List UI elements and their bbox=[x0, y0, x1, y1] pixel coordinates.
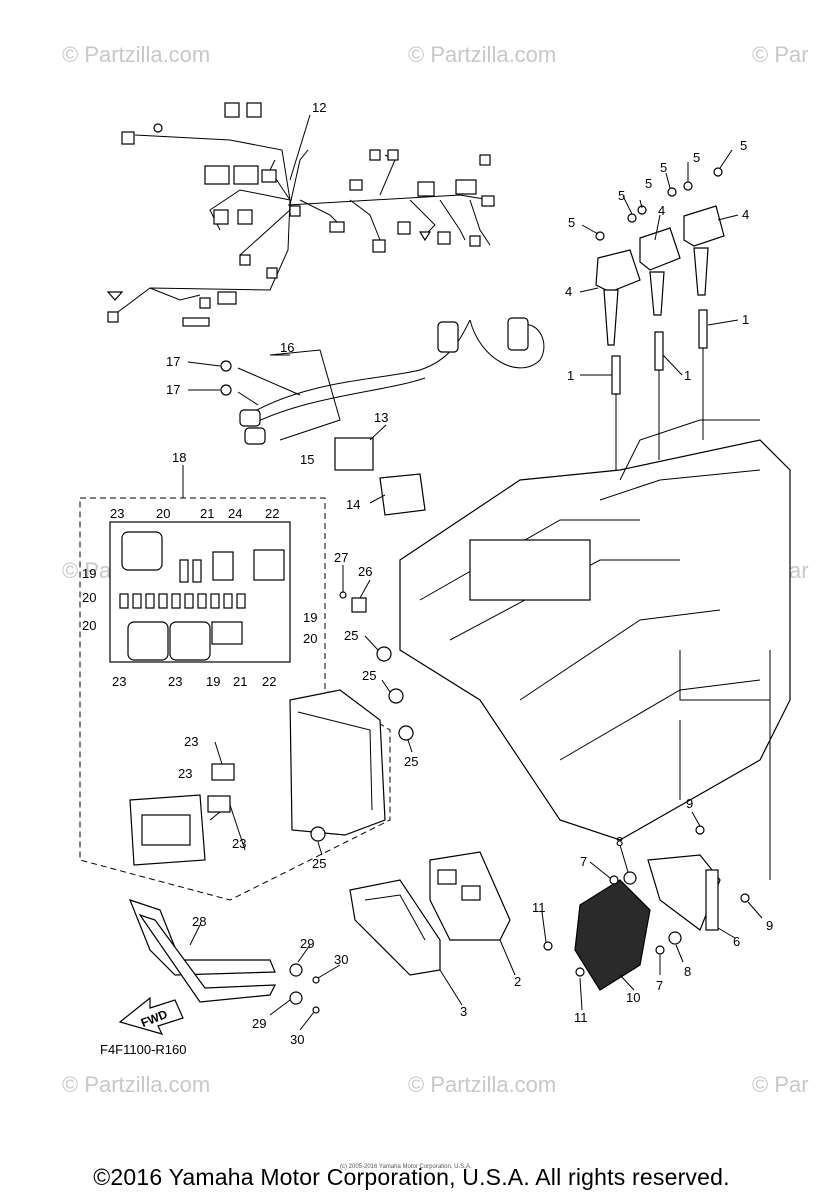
callout-14: 14 bbox=[346, 497, 360, 512]
callout-4: 4 bbox=[658, 203, 665, 218]
callout-25: 25 bbox=[362, 668, 376, 683]
callout-5: 5 bbox=[618, 188, 625, 203]
callout-30: 30 bbox=[334, 952, 348, 967]
rectifier-regulator bbox=[543, 825, 750, 991]
callout-10: 10 bbox=[626, 990, 640, 1005]
callout-23: 23 bbox=[184, 734, 198, 749]
wire-harness bbox=[106, 102, 495, 327]
callout-20: 20 bbox=[82, 618, 96, 633]
callout-25: 25 bbox=[312, 856, 326, 871]
copyright-footer: ©2016 Yamaha Motor Corporation, U.S.A. A… bbox=[93, 1164, 730, 1190]
fwd-arrow: FWD bbox=[118, 996, 184, 1035]
watermark: © Partzilla.com bbox=[408, 42, 557, 67]
callout-5: 5 bbox=[660, 160, 667, 175]
callout-25: 25 bbox=[344, 628, 358, 643]
callout-16: 16 bbox=[280, 340, 294, 355]
callout-7: 7 bbox=[580, 854, 587, 869]
callout-11: 11 bbox=[532, 900, 546, 915]
callout-18: 18 bbox=[172, 450, 186, 465]
callout-23: 23 bbox=[232, 836, 246, 851]
callout-23: 23 bbox=[178, 766, 192, 781]
callout-19: 19 bbox=[206, 674, 220, 689]
callout-19: 19 bbox=[303, 610, 317, 625]
watermark: © Par bbox=[752, 42, 809, 67]
figure-code: F4F1100-R160 bbox=[100, 1042, 187, 1057]
engine-block bbox=[399, 419, 791, 880]
fuse-box-frame bbox=[79, 497, 391, 901]
callout-26: 26 bbox=[358, 564, 372, 579]
callout-23: 23 bbox=[112, 674, 126, 689]
callout-22: 22 bbox=[265, 506, 279, 521]
callout-labels: 12 5 5 5 5 5 5 4 4 4 1 1 1 16 17 17 15 1… bbox=[82, 100, 773, 1047]
watermark: © Partzilla.com bbox=[62, 42, 211, 67]
ignition-coils bbox=[595, 167, 725, 346]
callout-13: 13 bbox=[374, 410, 388, 425]
watermark: © Partzilla.com bbox=[408, 1072, 557, 1097]
callout-12: 12 bbox=[312, 100, 326, 115]
callout-28: 28 bbox=[192, 914, 206, 929]
leader-lines bbox=[182, 114, 763, 1031]
callout-27: 27 bbox=[334, 550, 348, 565]
callout-23: 23 bbox=[168, 674, 182, 689]
callout-20: 20 bbox=[82, 590, 96, 605]
cover-plate bbox=[128, 899, 320, 1014]
callout-24: 24 bbox=[228, 506, 242, 521]
callout-8: 8 bbox=[616, 834, 623, 849]
callout-15: 15 bbox=[300, 452, 314, 467]
callout-8: 8 bbox=[684, 964, 691, 979]
callout-5: 5 bbox=[568, 215, 575, 230]
watermark: © Par bbox=[752, 1072, 809, 1097]
callout-20: 20 bbox=[156, 506, 170, 521]
callout-1: 1 bbox=[684, 368, 691, 383]
callout-30: 30 bbox=[290, 1032, 304, 1047]
callout-9: 9 bbox=[686, 796, 693, 811]
callout-11: 11 bbox=[574, 1010, 588, 1025]
callout-19: 19 bbox=[82, 566, 96, 581]
callout-22: 22 bbox=[262, 674, 276, 689]
grommets bbox=[339, 591, 414, 741]
fuse-row bbox=[119, 559, 246, 645]
callout-5: 5 bbox=[740, 138, 747, 153]
callout-5: 5 bbox=[693, 150, 700, 165]
callout-29: 29 bbox=[252, 1016, 266, 1031]
callout-17: 17 bbox=[166, 354, 180, 369]
callout-23: 23 bbox=[110, 506, 124, 521]
small-credit: (c) 2005-2016 Yamaha Motor Corporation, … bbox=[340, 1164, 472, 1170]
callout-21: 21 bbox=[233, 674, 247, 689]
callout-3: 3 bbox=[460, 1004, 467, 1019]
sensor-harness bbox=[220, 317, 545, 516]
callout-9: 9 bbox=[766, 918, 773, 933]
watermark: © Partzilla.com bbox=[62, 1072, 211, 1097]
callout-1: 1 bbox=[742, 312, 749, 327]
callout-1: 1 bbox=[567, 368, 574, 383]
ecu-unit bbox=[349, 851, 511, 976]
callout-4: 4 bbox=[742, 207, 749, 222]
callout-4: 4 bbox=[565, 284, 572, 299]
callout-6: 6 bbox=[733, 934, 740, 949]
callout-2: 2 bbox=[514, 974, 521, 989]
callout-17: 17 bbox=[166, 382, 180, 397]
callout-21: 21 bbox=[200, 506, 214, 521]
callout-25: 25 bbox=[404, 754, 418, 769]
callout-20: 20 bbox=[303, 631, 317, 646]
spark-plugs bbox=[611, 309, 708, 470]
callout-5: 5 bbox=[645, 176, 652, 191]
callout-7: 7 bbox=[656, 978, 663, 993]
callout-29: 29 bbox=[300, 936, 314, 951]
